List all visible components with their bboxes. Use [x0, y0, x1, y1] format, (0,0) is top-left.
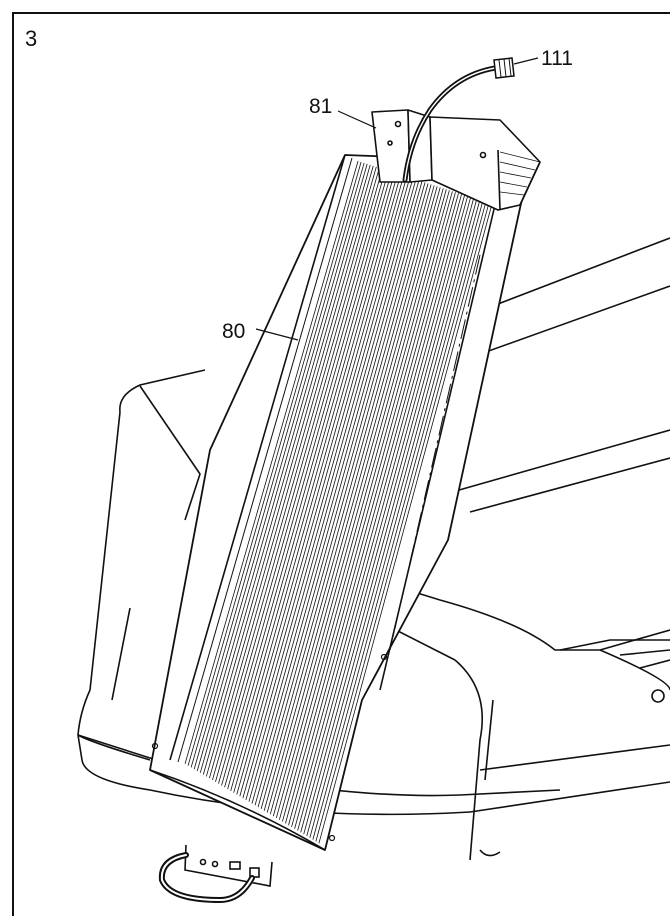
- upright-rib-line: [260, 185, 435, 810]
- upright-rib-line: [254, 183, 429, 806]
- upright-rib-line: [248, 181, 423, 802]
- upright-rib-line: [266, 187, 441, 813]
- upright-rib-line: [245, 180, 420, 800]
- upright-rib-line: [318, 203, 493, 844]
- upright-rib-line: [242, 179, 417, 799]
- upright-rib-line: [187, 161, 362, 766]
- upright-rib-line: [309, 200, 484, 838]
- upright-rib-line: [297, 197, 472, 831]
- upright-rib-line: [196, 164, 371, 772]
- upright-rib-line: [227, 174, 402, 790]
- callout-label-81: 81: [309, 95, 332, 118]
- callout-leaders: [255, 57, 539, 341]
- upright-rib-line: [236, 177, 411, 795]
- upright-rib-line: [269, 188, 444, 815]
- upright-rib-line: [239, 178, 414, 797]
- upright-rib-line: [205, 167, 380, 777]
- upright-rib-line: [251, 182, 426, 804]
- callout-label-111: 111: [541, 47, 573, 70]
- callout-label-80: 80: [222, 320, 245, 343]
- upright-rib-line: [275, 190, 450, 819]
- upright-rib-line: [279, 191, 453, 820]
- upright-rib-line: [209, 168, 383, 779]
- upright-rib-line: [224, 173, 398, 788]
- upright-rib-line: [285, 193, 459, 824]
- upright-80: [149, 154, 531, 851]
- upright-rib-line: [272, 189, 447, 817]
- upright-rib-line: [221, 172, 395, 786]
- upright-rib-line: [282, 192, 456, 822]
- connector-plate: [184, 844, 273, 887]
- step-number: 3: [25, 26, 37, 51]
- upright-rib-line: [257, 184, 432, 808]
- upright-rib-line: [202, 166, 377, 775]
- upright-rib-line: [199, 165, 374, 773]
- upright-rib-line: [306, 200, 481, 837]
- upright-rib-line: [288, 194, 462, 826]
- upright-rib-line: [218, 171, 392, 784]
- upright-rib-line: [233, 176, 408, 793]
- upright-rib-line: [193, 163, 368, 770]
- upright-rib-line: [215, 170, 389, 782]
- upright-rib-line: [230, 175, 405, 791]
- upright-rib-line: [291, 195, 465, 828]
- upright-rib-line: [184, 160, 359, 764]
- upright-rib-line: [190, 162, 365, 768]
- upright-rib-line: [303, 199, 478, 835]
- wire-111: [402, 57, 515, 183]
- upright-rib-line: [300, 198, 475, 833]
- upright-rib-line: [315, 202, 490, 842]
- upright-rib-line: [312, 201, 487, 840]
- upright-rib-line: [294, 196, 468, 829]
- upright-rib-line: [212, 169, 386, 781]
- upright-rib-line: [263, 186, 438, 811]
- frame-border: [12, 12, 670, 916]
- treadmill-base: [77, 237, 670, 861]
